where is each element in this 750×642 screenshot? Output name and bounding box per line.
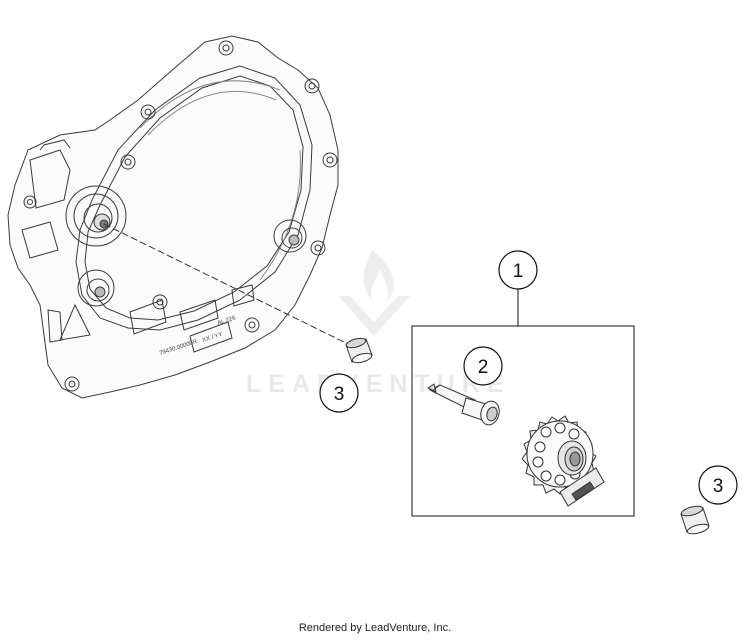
render-credit: Rendered by LeadVenture, Inc. xyxy=(298,622,452,634)
kit-box xyxy=(411,325,635,517)
callout-3-left[interactable]: 3 xyxy=(319,373,359,413)
assembly-leader-line xyxy=(103,223,353,347)
clutch-cover xyxy=(7,35,339,399)
callout-2-label: 2 xyxy=(478,357,489,378)
casting-alloy-mark: AL 226 xyxy=(217,315,237,327)
callout-3-right[interactable]: 3 xyxy=(698,465,738,505)
shaft-part-2 xyxy=(427,383,500,426)
callout-3-right-label: 3 xyxy=(713,476,724,497)
bushing-part-3-left xyxy=(345,337,373,364)
gear xyxy=(521,415,605,507)
callout-2[interactable]: 2 xyxy=(463,346,503,386)
callout-1[interactable]: 1 xyxy=(498,250,538,326)
callout-1-label: 1 xyxy=(513,261,524,282)
callout-3-left-label: 3 xyxy=(334,384,345,405)
bushing-part-3-right xyxy=(680,505,710,535)
